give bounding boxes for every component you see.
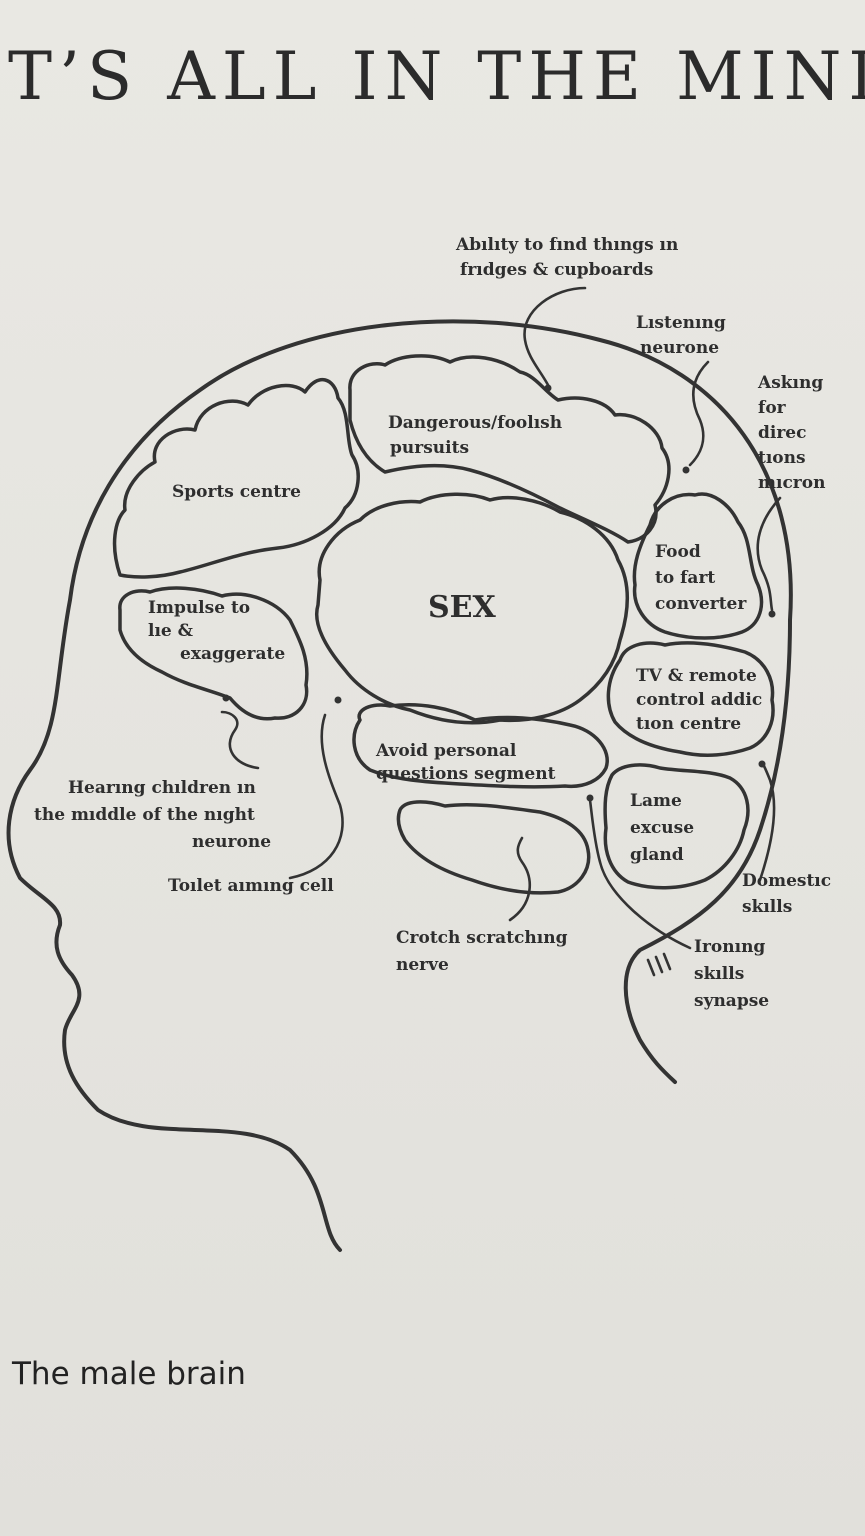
tv-remote-lobe bbox=[606, 641, 775, 757]
listening-arrow bbox=[688, 360, 710, 467]
asking-arrow bbox=[756, 496, 782, 612]
label-sports: Sports centre bbox=[172, 482, 301, 502]
dangerous-pursuits-lobe bbox=[348, 354, 671, 544]
hearing-arrow bbox=[220, 710, 260, 770]
crotch-lobe bbox=[396, 800, 591, 895]
label-toilet: Toılet aımıng cell bbox=[168, 876, 334, 896]
hatch-marks bbox=[646, 952, 672, 977]
back-of-head-line bbox=[623, 618, 792, 1084]
head-outline bbox=[6, 319, 793, 1252]
sports-centre-lobe bbox=[112, 378, 360, 579]
toilet-arrow bbox=[288, 713, 344, 880]
avoid-questions-lobe bbox=[352, 703, 609, 789]
lame-excuse-lobe bbox=[603, 763, 750, 890]
impulse-lobe bbox=[118, 586, 309, 721]
domestic-arrow bbox=[758, 764, 776, 882]
ability-arrow bbox=[523, 286, 587, 387]
ironing-arrow bbox=[588, 798, 692, 950]
food-converter-lobe bbox=[632, 492, 764, 640]
figure-caption: The male brain bbox=[12, 1356, 246, 1392]
page-title: T’S ALL IN THE MIND bbox=[8, 38, 865, 115]
crotch-arrow bbox=[508, 836, 531, 922]
sex-lobe bbox=[315, 492, 629, 725]
label-sex: SEX bbox=[428, 590, 497, 625]
